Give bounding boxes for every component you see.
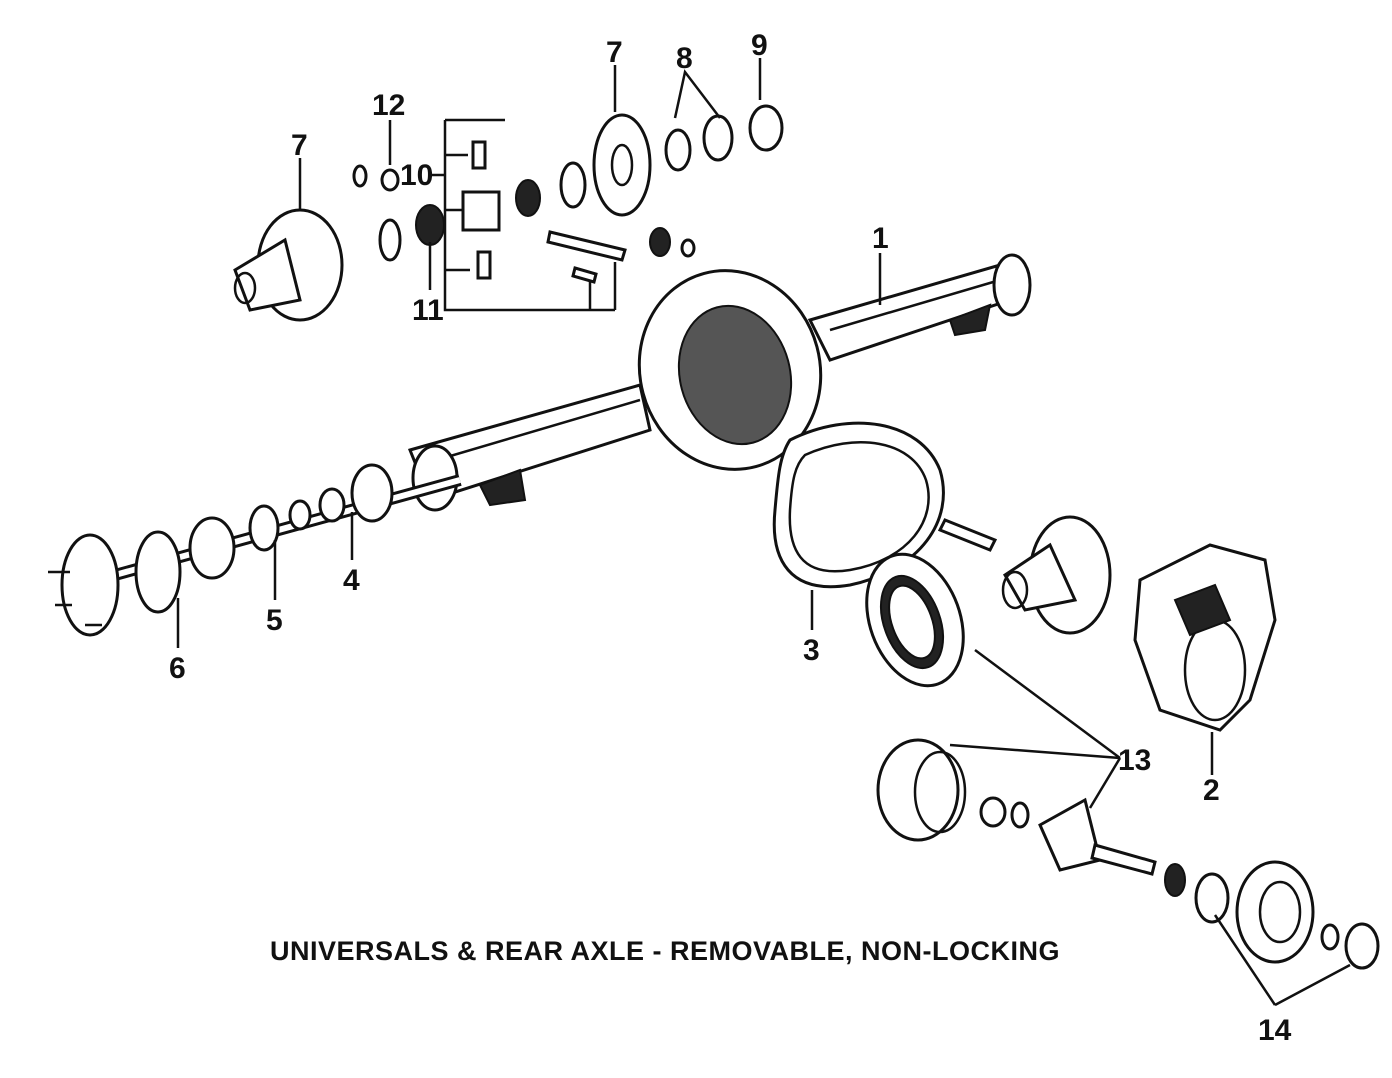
callout-4: 4 <box>343 564 360 597</box>
callout-6: 6 <box>169 652 186 685</box>
callout-10: 10 <box>400 159 433 192</box>
callout-8: 8 <box>676 42 693 75</box>
axle-housing <box>407 253 1032 512</box>
callout-7-left: 7 <box>291 129 308 162</box>
pinion-shaft-small <box>937 518 998 552</box>
callout-11: 11 <box>412 294 444 327</box>
callout-1: 1 <box>872 222 889 255</box>
carrier-housing <box>1133 543 1277 732</box>
pinion-assembly <box>876 738 1380 970</box>
diagram-caption: UNIVERSALS & REAR AXLE - REMOVABLE, NON-… <box>270 936 1061 966</box>
leader-lines <box>176 58 1351 1007</box>
callout-12: 12 <box>372 89 405 122</box>
callout-13: 13 <box>1118 744 1151 777</box>
differential-case <box>1001 515 1112 635</box>
callout-5: 5 <box>266 604 283 637</box>
callout-14: 14 <box>1258 1014 1292 1047</box>
small-parts <box>352 104 784 284</box>
axle-shaft-assembly <box>48 463 462 637</box>
callout-3: 3 <box>803 634 820 667</box>
ring-gear <box>865 552 965 688</box>
callout-2: 2 <box>1203 774 1220 807</box>
callout-bracket-10 <box>430 118 617 312</box>
differential-case-left <box>233 208 344 322</box>
callout-9: 9 <box>751 29 768 62</box>
callout-7-top: 7 <box>606 36 623 69</box>
